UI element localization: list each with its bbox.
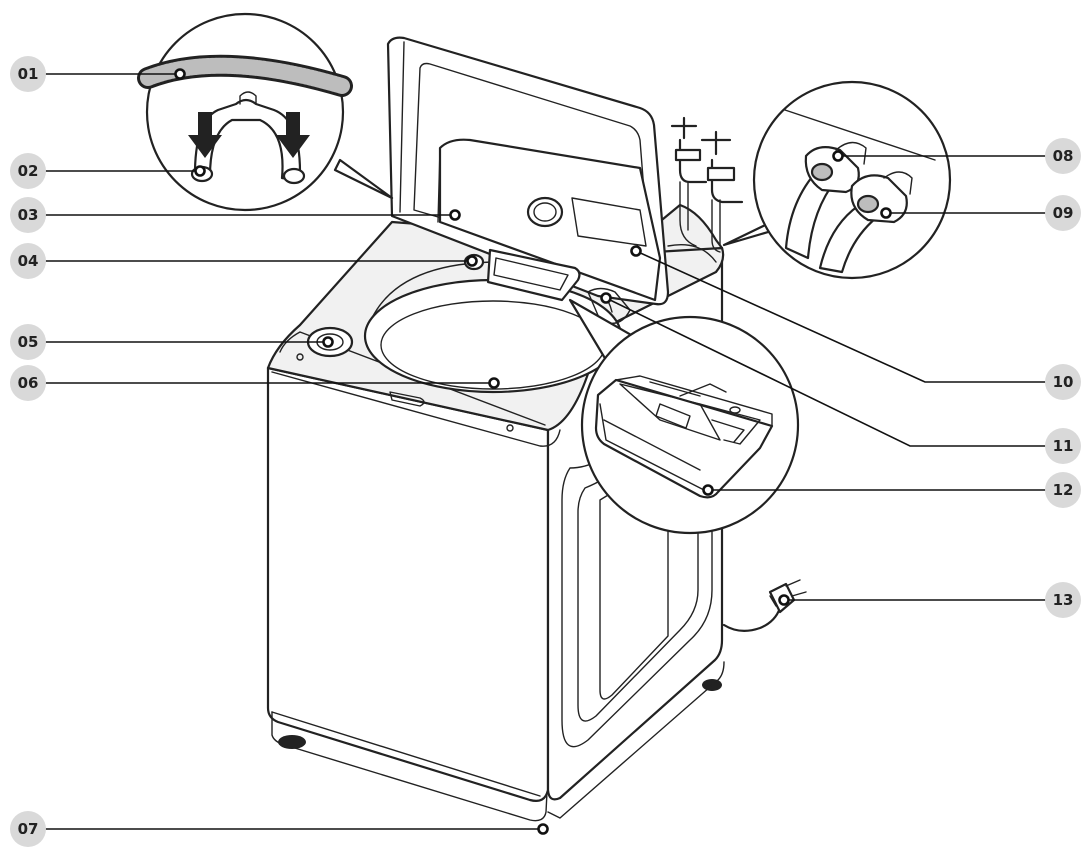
callout-05: 05: [10, 324, 46, 360]
callout-03-label: 03: [18, 206, 39, 224]
callout-02: 02: [10, 153, 46, 189]
callout-12: 12: [1045, 472, 1081, 508]
callout-08: 08: [1045, 138, 1081, 174]
callout-badges: 01 02 03 04 05 06 07 08: [10, 56, 1081, 847]
callout-06-label: 06: [18, 374, 39, 392]
callout-09-label: 09: [1053, 204, 1074, 222]
magnifier-inlet-hoses: [722, 80, 952, 280]
callout-11: 11: [1045, 428, 1081, 464]
callout-13-label: 13: [1053, 591, 1074, 609]
leader-lines: [42, 73, 1048, 830]
callout-13: 13: [1045, 582, 1081, 618]
leader-endpoints: [174, 68, 892, 835]
callout-11-label: 11: [1053, 437, 1074, 455]
washer-front-panel: [266, 366, 550, 802]
leader-10: [635, 250, 1048, 383]
water-taps: [670, 116, 744, 253]
callout-12-label: 12: [1053, 481, 1074, 499]
callout-04-label: 04: [18, 252, 39, 270]
callout-10: 10: [1045, 364, 1081, 400]
washer-tub: [363, 278, 623, 394]
callout-09: 09: [1045, 195, 1081, 231]
callout-01: 01: [10, 56, 46, 92]
callout-02-label: 02: [18, 162, 39, 180]
callout-01-label: 01: [18, 65, 39, 83]
callout-05-label: 05: [18, 333, 39, 351]
callout-07: 07: [10, 811, 46, 847]
callout-10-label: 10: [1053, 373, 1074, 391]
power-cord: [722, 579, 807, 632]
callout-08-label: 08: [1053, 147, 1074, 165]
callout-03: 03: [10, 197, 46, 233]
callout-07-label: 07: [18, 820, 39, 838]
leader-11: [605, 297, 1048, 447]
magnifier-detergent-drawer: [568, 298, 800, 535]
callout-04: 04: [10, 243, 46, 279]
callout-06: 06: [10, 365, 46, 401]
magnifier-hose-hanger: [137, 12, 394, 212]
